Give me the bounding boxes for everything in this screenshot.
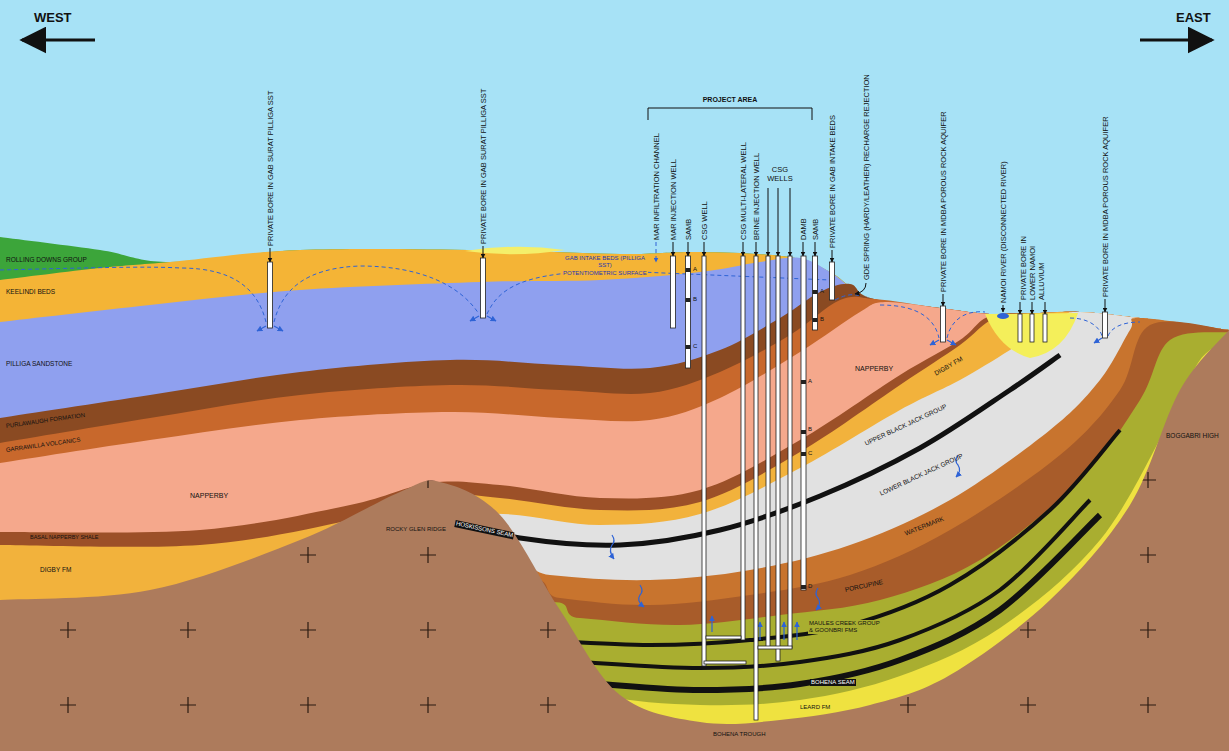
screen-letter: B <box>693 296 697 303</box>
bracket-label: PROJECT AREA <box>703 96 758 104</box>
formation-label: DIGBY FM <box>933 355 964 377</box>
formation-label: MAULES CREEK GROUP & GOONBRI FMS <box>808 620 882 634</box>
screen-letter: C <box>808 450 812 457</box>
screen-letter: A <box>693 266 697 273</box>
formation-label: PILLIGA SANDSTONE <box>6 360 72 368</box>
well-label: SAMB <box>811 219 820 240</box>
screen-letter: B <box>820 316 824 323</box>
screen-letter: A <box>808 378 812 385</box>
direction-label: WEST <box>34 10 72 26</box>
screen-letter: A <box>820 288 824 295</box>
river-marker <box>997 313 1009 319</box>
well-label: PRIVATE BORE IN GAB SURAT PILLIGA SST <box>479 89 488 244</box>
formation-label: LEARD FM <box>800 704 830 711</box>
screen-intervals <box>686 268 818 589</box>
formation-label: ROLLING DOWNS GROUP <box>6 256 87 264</box>
formation-label: WATERMARK <box>904 515 945 538</box>
well-label: CSG MULTI-LATERAL WELL <box>739 142 748 240</box>
formation-label: ROCKY GLEN RIDGE <box>385 526 447 533</box>
well-label: PRIVATE BORE IN MDBA POROUS ROCK AQUIFER <box>939 111 948 292</box>
formation-label: BOHENA SEAM <box>810 679 856 686</box>
direction-arrows <box>22 39 1212 42</box>
well-label: PRIVATE BORE IN MDBA POROUS ROCK AQUIFER <box>1101 116 1110 297</box>
basement <box>0 330 1229 751</box>
formation-label: BASAL NAPPERBY SHALE <box>30 534 98 541</box>
well-label: PRIVATE BORE IN GAB SURAT PILLIGA SST <box>266 91 275 246</box>
well-label: GDE SPRING (HARDY/LEATHER) RECHARGE REJE… <box>862 74 871 280</box>
porcupine <box>0 321 1229 751</box>
screen-letter: C <box>693 343 697 350</box>
formation-label: GARRAWILLA VOLCANICS <box>5 437 80 455</box>
well-label: CSG WELL <box>700 201 709 240</box>
well-label: MAR INJECTION WELL <box>669 159 678 240</box>
screen-letter: B <box>808 426 812 433</box>
flow-arrows <box>257 316 1102 640</box>
digby <box>0 312 1229 751</box>
formation-label: BOHENA TROUGH <box>712 731 767 738</box>
formation-label: PORCUPINE <box>844 578 883 594</box>
well-label: PRIVATE BORE IN LOWER NAMOI ALLUVIUM <box>1019 216 1046 300</box>
rolling-downs <box>0 237 1229 751</box>
well-label: CSG WELLS <box>765 165 795 183</box>
well-label: NAMOI RIVER (DISCONNECTED RIVER) <box>999 161 1008 303</box>
watermark <box>0 318 1229 751</box>
purlawaugh <box>0 284 1229 751</box>
well-label: BRINE INJECTION WELL <box>752 153 761 240</box>
formation-label: DIGBY FM <box>40 566 71 574</box>
well-label: DAMB <box>799 218 808 240</box>
formation-label: NAPPERBY <box>855 365 893 373</box>
project-bracket <box>648 108 812 120</box>
well-label: MAR INFILTRATION CHANNEL <box>652 133 661 240</box>
direction-label: EAST <box>1176 10 1211 26</box>
formation-label: HOSKISSONS SEAM <box>454 520 515 540</box>
drawdown-lines <box>0 242 1140 338</box>
basal-shale <box>0 312 1229 751</box>
formation-label: GAB INTAKE BEDS (PILLIGA SST) <box>564 255 646 269</box>
well-label: SAMB <box>684 219 693 240</box>
formation-label: PURLAWAUGH FORMATION <box>5 412 85 430</box>
napperby <box>0 302 1229 751</box>
well-label: PRIVATE BORE IN GAB INTAKE BEDS <box>828 115 837 248</box>
keelindi-beds <box>0 249 1229 751</box>
formation-label: KEELINDI BEDS <box>6 288 55 296</box>
alluvium <box>985 313 1078 358</box>
basement-crosses <box>0 330 1229 751</box>
formation-label: UPPER BLACK JACK GROUP <box>863 403 947 448</box>
formation-label: BOGGABRI HIGH <box>1165 432 1220 440</box>
black-jack <box>0 312 1229 751</box>
screen-letter: D <box>808 583 812 590</box>
formation-label: POTENTIOMETRIC SURFACE <box>562 270 648 277</box>
garrawilla <box>0 297 1229 751</box>
well-casings <box>268 256 1108 720</box>
pilliga-sandstone <box>0 258 1229 751</box>
formation-label: LOWER BLACK JACK GROUP <box>878 452 964 498</box>
formation-label: NAPPERBY <box>190 492 228 500</box>
intake-lens <box>465 247 565 255</box>
